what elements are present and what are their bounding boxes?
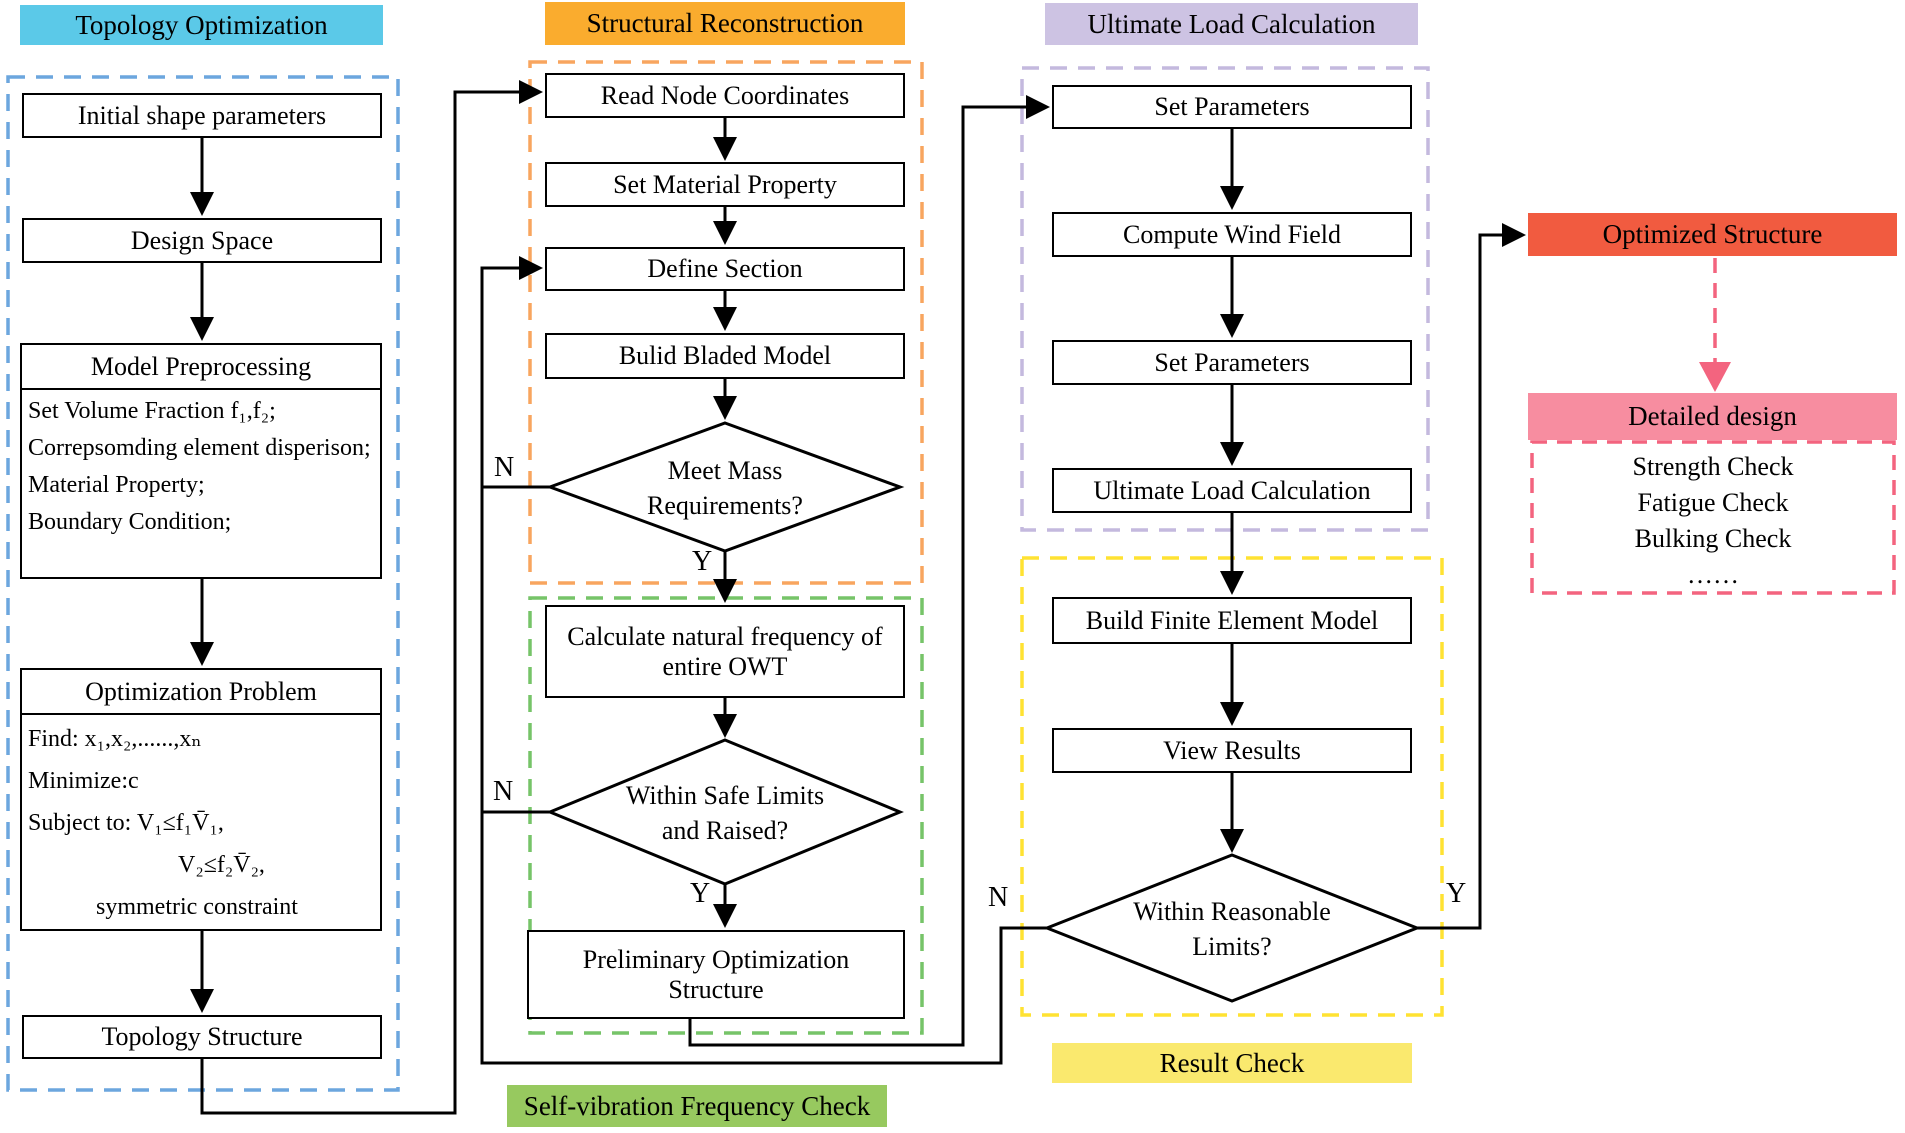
node-set-parameters-1: Set Parameters: [1052, 85, 1412, 129]
diamond-text-line: Limits?: [1192, 932, 1272, 961]
optimization-line: V₂≤f₂V̄₂,: [178, 852, 265, 878]
node-build-bladed-model: Bulid Bladed Model: [545, 333, 905, 379]
diamond-within-safe: [546, 738, 904, 886]
node-view-results: View Results: [1052, 728, 1412, 773]
branch-label-yes-2: Y: [690, 878, 711, 909]
diamond-within-reasonable: [1042, 853, 1422, 1003]
node-calculate-natural-frequency: Calculate natural frequency of entire OW…: [545, 605, 905, 698]
connector-topology-to-readnode: [200, 80, 543, 1115]
node-design-space: Design Space: [22, 218, 382, 263]
optimization-line: Minimize:c: [28, 768, 139, 794]
node-set-parameters-2: Set Parameters: [1052, 340, 1412, 385]
node-set-material-property: Set Material Property: [545, 162, 905, 207]
diamond-meet-mass: [545, 421, 905, 553]
header-structural-reconstruction: Structural Reconstruction: [545, 2, 905, 45]
node-optimization-problem-title: Optimization Problem: [22, 670, 380, 715]
node-build-finite-element-model: Build Finite Element Model: [1052, 597, 1412, 644]
node-preliminary-optimization-structure: Preliminary Optimization Structure: [527, 930, 905, 1019]
node-optimization-problem-body: Find: x₁,x₂,......,xₙ Minimize:c Subject…: [22, 715, 380, 931]
node-define-section: Define Section: [545, 247, 905, 291]
node-model-preprocessing: Model Preprocessing Set Volume Fraction …: [20, 343, 382, 579]
preprocessing-line: Set Volume Fraction f₁,f₂;: [28, 398, 276, 424]
preprocessing-line: Correpsomding element disperison;: [28, 435, 371, 461]
detailed-dashed-border: [1530, 440, 1896, 595]
diamond-within-reasonable-text: Within Reasonable Limits?: [1057, 887, 1407, 971]
branch-label-yes-3: Y: [1446, 878, 1467, 909]
connector-no-return-to-definesection: [480, 256, 1047, 1065]
branch-label-no-2: N: [493, 776, 514, 807]
diamond-text-line: Within Safe Limits: [625, 780, 825, 810]
diamond-within-safe-text: Within Safe Limits and Raised?: [550, 771, 900, 855]
ultimate-dashed-border: [1020, 66, 1430, 532]
diamond-text-line: Meet Mass: [667, 455, 783, 485]
diamond-text-line: Within Reasonable: [1133, 896, 1331, 926]
node-optimized-structure: Optimized Structure: [1528, 213, 1897, 256]
branch-label-yes-1: Y: [692, 546, 713, 577]
diamond-text-line: and Raised?: [661, 816, 789, 845]
node-model-preprocessing-title: Model Preprocessing: [22, 345, 380, 390]
header-ultimate-load-calculation: Ultimate Load Calculation: [1045, 3, 1418, 45]
node-read-node-coordinates: Read Node Coordinates: [545, 73, 905, 118]
connector-yes-to-optimized: [1417, 223, 1526, 930]
node-optimization-problem: Optimization Problem Find: x₁,x₂,......,…: [20, 668, 382, 931]
arrowhead-detailed-design: [1699, 362, 1731, 392]
preprocessing-line: Boundary Condition;: [28, 509, 232, 535]
label-self-vibration-frequency-check: Self-vibration Frequency Check: [507, 1085, 887, 1127]
header-topology-optimization: Topology Optimization: [20, 5, 383, 45]
node-topology-structure: Topology Structure: [22, 1015, 382, 1059]
check-item: Fatigue Check: [1637, 488, 1789, 517]
check-item: ……: [1687, 560, 1739, 589]
optimization-line: Find: x₁,x₂,......,xₙ: [28, 726, 202, 752]
optimization-line: symmetric constraint: [96, 894, 298, 920]
diamond-meet-mass-text: Meet Mass Requirements?: [575, 446, 875, 530]
detailed-design-checks: Strength Check Fatigue Check Bulking Che…: [1534, 449, 1892, 591]
node-detailed-design: Detailed design: [1528, 393, 1897, 440]
check-item: Bulking Check: [1634, 524, 1792, 553]
check-item: Strength Check: [1632, 452, 1794, 481]
node-model-preprocessing-body: Set Volume Fraction f₁,f₂; Correpsomding…: [22, 390, 380, 544]
optimization-line: Subject to: V₁≤f₁V̄₁,: [28, 810, 224, 836]
node-compute-wind-field: Compute Wind Field: [1052, 212, 1412, 257]
branch-label-no-1: N: [494, 452, 515, 483]
node-initial-shape-parameters: Initial shape parameters: [22, 93, 382, 138]
connector-preliminary-to-setparameters: [688, 95, 1050, 1047]
branch-label-no-3: N: [988, 882, 1009, 913]
label-result-check: Result Check: [1052, 1043, 1412, 1083]
node-ultimate-load-calculation: Ultimate Load Calculation: [1052, 468, 1412, 513]
preprocessing-line: Material Property;: [28, 472, 205, 498]
diamond-text-line: Requirements?: [647, 491, 803, 520]
